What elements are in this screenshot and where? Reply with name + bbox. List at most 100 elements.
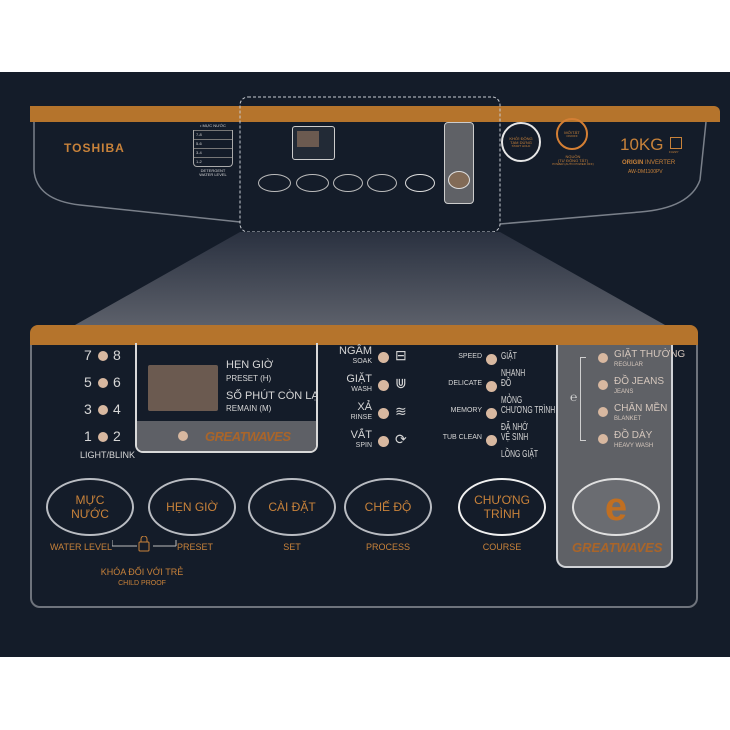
process-en: RINSE <box>350 414 372 421</box>
greatwaves-led <box>598 407 608 417</box>
process-vn: XẢ <box>357 401 372 413</box>
course-en: TUB CLEAN <box>442 434 482 441</box>
display-window: HẸN GIỜ PRESET (H) SỐ PHÚT CÒN LẠI REMAI… <box>135 343 318 453</box>
mini-button[interactable] <box>405 174 435 192</box>
greatwaves-led <box>598 353 608 363</box>
level-number: 6 <box>113 374 121 390</box>
level-led <box>98 405 108 415</box>
water-row: 1-2 <box>194 157 232 166</box>
preset-label: HẸN GIỜ <box>226 359 274 371</box>
button-caption: SET <box>283 542 301 552</box>
course-led <box>486 435 497 446</box>
power-button[interactable]: MỞ/TẮT ON/OFF <box>556 118 588 150</box>
level-number: 5 <box>84 374 92 390</box>
inverter-label: INVERTER <box>645 160 676 166</box>
mini-button[interactable] <box>258 174 291 192</box>
process-en: WASH <box>351 386 372 393</box>
greatwaves-logo: GREATWAVES <box>572 540 663 555</box>
button-label: CHƯƠNG TRÌNH <box>474 492 530 521</box>
pause-label: TẠM DỪNG <box>510 139 532 145</box>
fuzzy-icon <box>670 137 682 149</box>
course-button[interactable]: CHƯƠNG TRÌNH <box>458 478 546 536</box>
rinse-icon: ≋ <box>395 403 407 419</box>
mini-button[interactable] <box>296 174 329 192</box>
greatwaves-en: HEAVY WASH <box>614 443 654 449</box>
water-table-footer: DETERGENT <box>200 168 226 173</box>
display-footer: GREATWAVES <box>137 421 316 451</box>
start-pause-button[interactable]: KHỞI ĐỘNG TẠM DỪNG START HOLD <box>501 122 541 162</box>
water-table-footer: WATER LEVEL <box>199 172 227 177</box>
mini-button[interactable] <box>367 174 397 192</box>
level-led <box>98 432 108 442</box>
water-row: 7-8 <box>194 130 232 139</box>
button-label: CÀI ĐẶT <box>268 499 316 514</box>
course-item: ĐỒ MỎNG <box>501 374 553 407</box>
greatwaves-vn: ĐỒ DÀY <box>614 430 653 441</box>
button-caption: COURSE <box>482 542 522 552</box>
process-vn: GIẶT <box>346 373 372 385</box>
remain-label: SỐ PHÚT CÒN LẠI <box>226 390 318 402</box>
greatwaves-en: JEANS <box>614 389 634 395</box>
water-row: 3-4 <box>194 148 232 157</box>
level-number: 3 <box>84 401 92 417</box>
course-vn: NHANH <box>501 368 526 379</box>
model-number: AW-DM1100PV <box>628 169 663 175</box>
greatwaves-e-icon: e <box>604 485 628 529</box>
greatwaves-led <box>178 431 188 441</box>
process-led <box>378 436 389 447</box>
level-number: 2 <box>113 428 121 444</box>
process-vn: VẮT <box>350 429 372 441</box>
level-led <box>98 351 108 361</box>
button-caption: PROCESS <box>365 542 410 552</box>
button-label: MỰC NƯỚC <box>71 492 109 521</box>
button-caption: WATER LEVEL <box>50 542 113 552</box>
power-sub: ON/OFF <box>566 133 578 138</box>
course-vn: ĐỒ <box>501 378 512 389</box>
power-caption-2: (TỰ ĐỘNG TẮT) <box>557 158 589 163</box>
time-display <box>148 365 218 411</box>
course-vn: LỒNG GIẶT <box>501 449 539 460</box>
course-en: MEMORY <box>450 407 482 414</box>
course-item: CHƯƠNG TRÌNH ĐÃ NHỚ <box>501 401 556 434</box>
mini-greatwaves-box <box>444 122 474 204</box>
course-en: SPEED <box>458 353 482 360</box>
water-row: 5-6 <box>194 139 232 148</box>
set-button[interactable]: CÀI ĐẶT <box>248 478 336 536</box>
process-led <box>378 380 389 391</box>
course-vn: MỎNG <box>501 395 523 406</box>
preset-button[interactable]: HẸN GIỜ <box>148 478 236 536</box>
course-led <box>486 408 497 419</box>
greatwaves-led <box>598 380 608 390</box>
course-vn: ĐÃ NHỚ <box>501 422 528 433</box>
soak-icon: ⊟ <box>395 347 407 363</box>
course-led <box>486 354 497 365</box>
child-proof-label: CHILD PROOF <box>118 580 166 587</box>
level-number: 4 <box>113 401 121 417</box>
origin-label: ORIGIN <box>622 160 644 166</box>
mini-button[interactable] <box>333 174 363 192</box>
process-button[interactable]: CHẾ ĐỘ <box>344 478 432 536</box>
light-blink-label: LIGHT/BLINK <box>80 450 136 460</box>
power-label: MỞ/TẮT <box>564 129 580 135</box>
greatwaves-vn: CHĂN MỀN <box>614 403 668 414</box>
start-sub: START HOLD <box>511 143 531 148</box>
process-led <box>378 408 389 419</box>
course-led <box>486 381 497 392</box>
button-label: CHẾ ĐỘ <box>364 499 412 514</box>
water-level-button[interactable]: MỰC NƯỚC <box>46 478 134 536</box>
top-orange-band <box>30 106 720 122</box>
wash-icon: ⋓ <box>395 375 407 391</box>
start-label: KHỞI ĐỘNG <box>509 135 533 141</box>
panel-orange-band <box>30 325 698 345</box>
level-led <box>98 378 108 388</box>
greatwaves-logo: GREATWAVES <box>205 429 291 444</box>
course-vn: CHƯƠNG TRÌNH <box>501 405 556 416</box>
greatwaves-button[interactable]: e <box>572 478 660 536</box>
